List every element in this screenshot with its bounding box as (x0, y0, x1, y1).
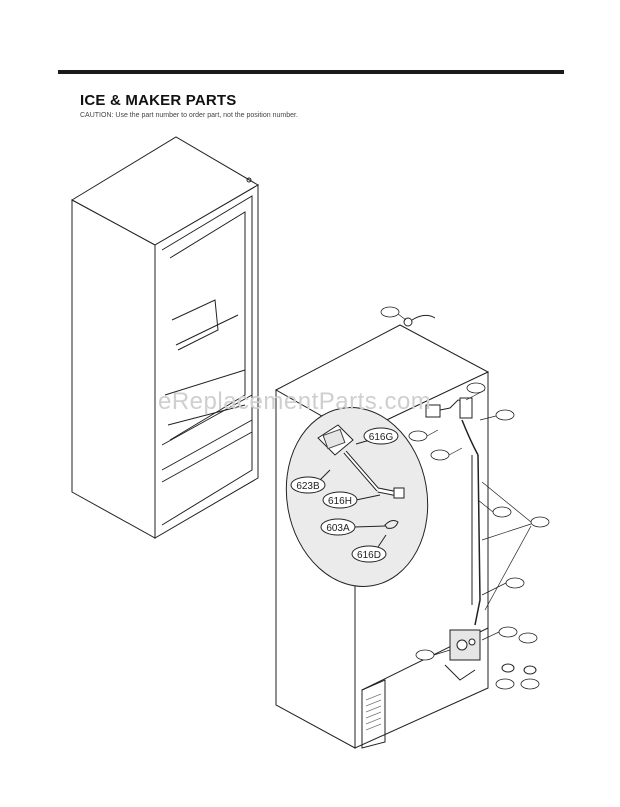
detail-inset (285, 407, 429, 587)
callout-616D: 616D (351, 534, 387, 563)
caution-note: CAUTION: Use the part number to order pa… (80, 112, 298, 119)
water-line-assembly (425, 397, 537, 681)
header-rule (58, 70, 564, 74)
refrigerator-cabinet-left (70, 136, 259, 539)
svg-text:616H: 616H (328, 496, 352, 507)
watermark-text: eReplacementParts.com (158, 388, 432, 415)
position-bubbles (380, 306, 550, 690)
callout-616G: 616G (355, 427, 399, 445)
callout-603A: 603A (320, 518, 387, 536)
leader-lines (397, 313, 532, 656)
page-title: ICE & MAKER PARTS (80, 92, 237, 109)
svg-text:616D: 616D (357, 550, 381, 561)
svg-text:603A: 603A (326, 523, 350, 534)
svg-text:616G: 616G (369, 432, 394, 443)
svg-text:623B: 623B (296, 481, 320, 492)
callout-623B: 623B (290, 469, 331, 494)
callout-616H: 616H (322, 491, 381, 509)
